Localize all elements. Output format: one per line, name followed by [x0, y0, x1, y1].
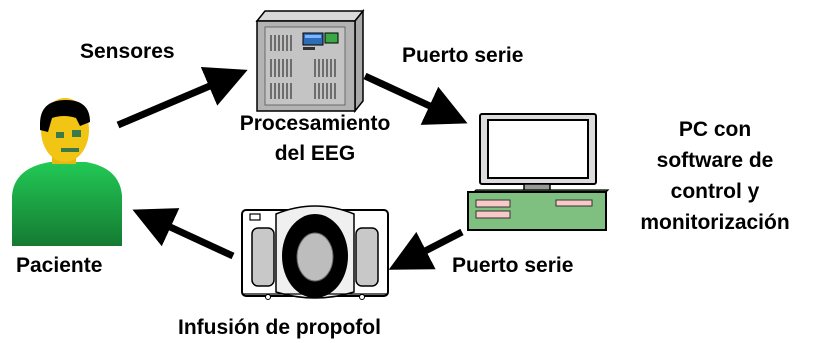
label-infusion: Infusión de propofol: [178, 316, 381, 339]
eeg-processor-icon: [255, 9, 367, 113]
label-sensores: Sensores: [80, 40, 175, 63]
patient-icon: [8, 96, 126, 246]
label-pc: PC con software de control y monitorizac…: [620, 114, 810, 238]
label-procesamiento-line2: del EEG: [274, 142, 356, 165]
infusion-pump-icon: [240, 204, 390, 304]
label-pc-line3: control y: [670, 180, 760, 203]
arrow-pump-to-patient: [132, 208, 235, 260]
label-pc-line4: monitorización: [640, 211, 790, 234]
pc-monitor-icon: [462, 112, 612, 234]
label-paciente: Paciente: [16, 254, 103, 277]
arrow-serial-to-pc: [363, 72, 468, 125]
label-pc-line2: software de: [656, 149, 774, 172]
label-puerto-serie-top: Puerto serie: [402, 44, 524, 67]
label-procesamiento: Procesamiento del EEG: [220, 112, 410, 166]
label-pc-line1: PC con: [678, 118, 752, 141]
label-puerto-serie-bottom: Puerto serie: [452, 254, 574, 277]
arrow-sensors: [116, 66, 248, 129]
label-procesamiento-line1: Procesamiento: [239, 112, 391, 135]
arrow-serial-to-pump: [388, 228, 464, 270]
